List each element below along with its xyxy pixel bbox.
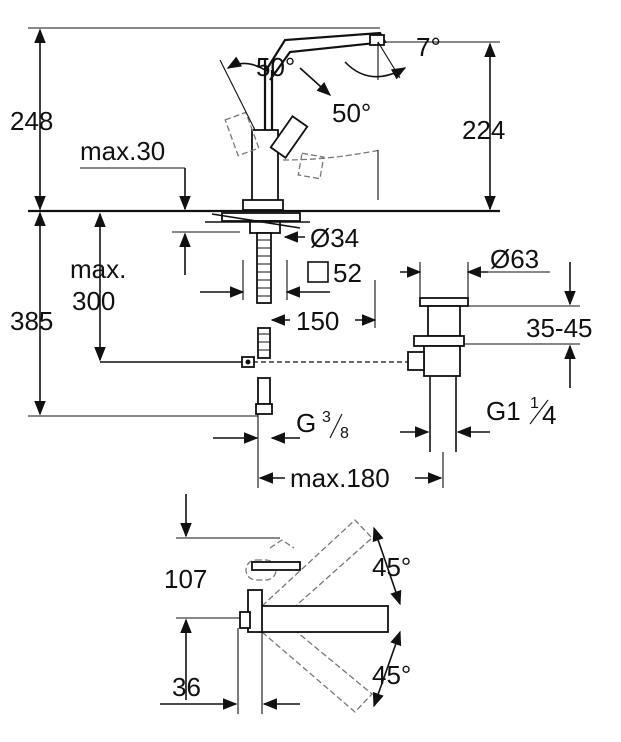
g114-num: 1: [530, 395, 539, 412]
supply-connector: [255, 403, 273, 415]
supply-hose-upper: [256, 232, 272, 304]
dia63-label: Ø63: [490, 244, 539, 274]
max180-label: max.180: [290, 463, 390, 493]
angle45-bottom-label: 45°: [372, 660, 411, 690]
max300-label-2: 300: [72, 286, 115, 316]
plan-swivel-ghost-up: [261, 519, 373, 621]
supply-hose-lower: [257, 377, 271, 405]
angle-7-label: 7°: [416, 32, 441, 62]
square-symbol-icon: [307, 261, 329, 283]
waste-flange: [419, 297, 469, 307]
lever-down: [269, 115, 309, 159]
waste-assembly: [407, 297, 469, 452]
body-base: [242, 199, 284, 211]
waste-rod-socket: [407, 351, 425, 371]
dia34-label: Ø34: [310, 223, 359, 253]
max300-label-1: max.: [70, 254, 126, 284]
plan-spout: [259, 605, 389, 633]
g38-den: 8: [340, 425, 349, 442]
lever-rotate-ghost: [297, 152, 325, 180]
dim107-label: 107: [164, 564, 207, 594]
lever-swing-arc: [282, 149, 381, 161]
plan-ghost-round: [245, 559, 277, 581]
dim-385-label: 385: [10, 306, 53, 336]
g114-slash: [529, 399, 549, 425]
g114-den: 4: [542, 400, 556, 430]
dim-248-label: 248: [10, 106, 53, 136]
angle-7-arc: [344, 61, 407, 80]
plan-knob: [239, 611, 251, 629]
plan-lever-upper: [251, 561, 301, 571]
angle45-bottom-arc: [372, 630, 402, 708]
g114-prefix: G1: [486, 396, 521, 426]
range-label: 35-45: [526, 313, 593, 343]
dim150-label: 150: [296, 306, 339, 336]
angle45-top-label: 45°: [372, 552, 411, 582]
g38-num: 3: [322, 409, 331, 426]
elevation-view: 248 224 7° 50° 50° max: [10, 27, 593, 493]
angle-50-up-arc: [226, 56, 266, 71]
supply-hose-middle: [257, 327, 271, 359]
hose-braid-middle: [259, 333, 269, 351]
plan-body: [247, 589, 263, 633]
waste-nut: [413, 335, 465, 347]
mounting-hatch-1: [211, 213, 301, 229]
dim36-label: 36: [172, 672, 201, 702]
angle-50-up-ray: [219, 59, 256, 131]
hose-braid-upper: [258, 239, 270, 297]
angle-50-down-label: 50°: [332, 98, 371, 128]
waste-tee: [423, 345, 461, 377]
plan-swivel-ghost-down: [261, 617, 373, 713]
angle-50-down-arrow: [299, 67, 332, 96]
g38-slash: [329, 413, 343, 439]
lever-up-ghost: [224, 111, 260, 157]
g38-prefix: G: [296, 408, 316, 438]
spout-outlet: [369, 34, 385, 46]
angle45-top-arc: [372, 526, 402, 606]
dim-224-label: 224: [462, 115, 505, 145]
plan-ghost-top: [269, 539, 295, 549]
waste-body: [427, 305, 461, 337]
max30-label: max.30: [80, 136, 165, 166]
square52-label: 52: [333, 258, 362, 288]
angle-50-up-label: 50°: [256, 52, 295, 82]
plan-view: 107 45° 45° 36: [160, 494, 411, 714]
rod-pivot: [245, 359, 251, 365]
